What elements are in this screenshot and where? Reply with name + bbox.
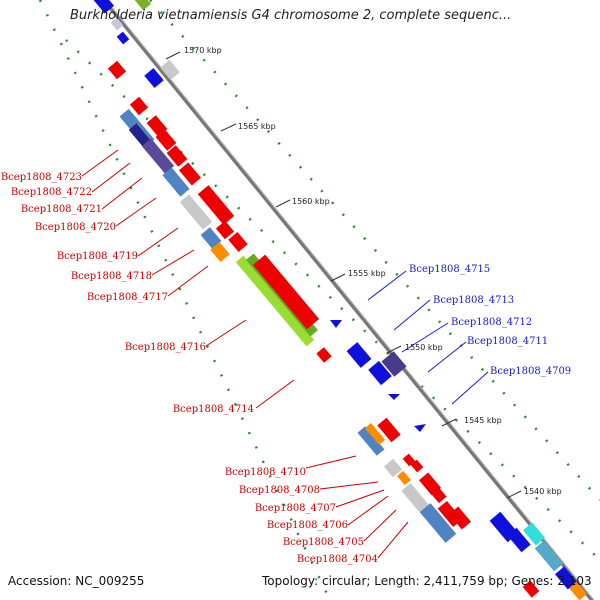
gene-label[interactable]: Bcep1808_4721: [21, 204, 102, 215]
gene-feature: [129, 96, 149, 116]
gene-feature: [383, 458, 403, 478]
gene-label[interactable]: Bcep1808_4706: [267, 520, 348, 531]
gene-label[interactable]: Bcep1808_4717: [87, 292, 168, 303]
gene-label[interactable]: Bcep1808_4705: [283, 537, 364, 548]
accession-text: Accession: NC_009255: [8, 574, 145, 588]
gene-feature: [414, 424, 426, 432]
gene-feature: [522, 580, 540, 598]
gene-feature: [166, 145, 188, 167]
gene-label[interactable]: Bcep1808_4709: [490, 366, 571, 377]
gene-feature: [364, 423, 386, 445]
gene-feature: [569, 581, 587, 600]
topology-text: Topology: circular; Length: 2,411,759 bp…: [262, 574, 592, 588]
gene-label[interactable]: Bcep1808_4704: [297, 554, 378, 565]
tick-label: 1545 kbp: [464, 416, 502, 425]
gene-feature: [381, 351, 407, 377]
gene-feature: [507, 527, 531, 553]
tick-marks: [165, 51, 522, 499]
backbone: [101, 0, 595, 600]
gene-label[interactable]: Bcep1808_4712: [451, 317, 532, 328]
gene-label[interactable]: Bcep1808_4723: [1, 172, 82, 183]
gene-feature: [330, 320, 342, 328]
gene-feature: [419, 503, 457, 543]
gene-label[interactable]: Bcep1808_4714: [173, 404, 254, 415]
gene-label[interactable]: Bcep1808_4718: [71, 271, 152, 282]
gene-label[interactable]: Bcep1808_4719: [57, 251, 138, 262]
gene-feature: [448, 506, 472, 530]
gene-feature: [141, 138, 175, 174]
dotted-guide-tracks: [38, 0, 600, 600]
gene-feature: [144, 68, 164, 88]
gene-label[interactable]: Bcep1808_4707: [255, 503, 336, 514]
gene-feature: [210, 242, 230, 262]
genes-left-strand[interactable]: [91, 0, 472, 543]
gene-feature: [388, 394, 400, 400]
gene-label[interactable]: Bcep1808_4713: [433, 295, 514, 306]
gene-feature: [116, 31, 130, 45]
map-title: Burkholderia vietnamiensis G4 chromosome…: [70, 8, 512, 23]
gene-label[interactable]: Bcep1808_4715: [409, 264, 490, 275]
gene-feature: [91, 0, 115, 14]
gene-feature: [534, 540, 564, 572]
gene-label[interactable]: Bcep1808_4720: [35, 222, 116, 233]
genes-right-strand[interactable]: [116, 31, 587, 600]
tick-label: 1560 kbp: [292, 197, 330, 206]
gene-feature: [178, 162, 202, 186]
gene-label[interactable]: Bcep1808_4708: [239, 485, 320, 496]
tick-label: 1555 kbp: [348, 269, 386, 278]
gene-feature: [397, 470, 411, 486]
gene-feature: [252, 254, 320, 330]
tick-labels: 1570 kbp 1565 kbp 1560 kbp 1555 kbp 1550…: [184, 46, 562, 496]
gene-feature: [402, 453, 416, 467]
gene-label[interactable]: Bcep1808_4711: [467, 336, 548, 347]
tick-label: 1550 kbp: [405, 343, 443, 352]
gene-feature: [162, 167, 190, 197]
gene-feature: [522, 522, 546, 546]
tick-label: 1570 kbp: [184, 46, 222, 55]
gene-feature: [155, 129, 177, 151]
gene-feature: [146, 115, 168, 137]
gene-feature: [197, 185, 235, 225]
label-leader-lines-right: [367, 270, 489, 405]
gene-feature: [228, 232, 248, 252]
tick-label: 1565 kbp: [238, 122, 276, 131]
gene-feature: [179, 194, 213, 230]
gene-label[interactable]: Bcep1808_4710: [225, 467, 306, 478]
gene-feature: [554, 566, 578, 590]
gene-feature: [160, 60, 180, 80]
gene-feature: [200, 227, 222, 249]
gene-label[interactable]: Bcep1808_4722: [11, 187, 92, 198]
gene-feature: [133, 0, 151, 11]
gene-feature: [316, 347, 332, 363]
tick-label: 1540 kbp: [524, 487, 562, 496]
gene-feature: [346, 342, 372, 368]
gene-feature: [107, 60, 127, 80]
gene-feature: [215, 220, 235, 240]
gene-feature: [427, 482, 447, 504]
gene-labels-right: Bcep1808_4715 Bcep1808_4713 Bcep1808_471…: [409, 264, 571, 377]
gene-feature: [235, 255, 315, 347]
gene-feature: [110, 17, 124, 31]
gene-feature: [357, 426, 385, 456]
gene-feature: [377, 417, 401, 443]
gene-labels-left: Bcep1808_4723 Bcep1808_4722 Bcep1808_472…: [1, 172, 378, 565]
gene-feature: [368, 360, 392, 386]
gene-feature: [410, 459, 424, 473]
gene-label[interactable]: Bcep1808_4716: [125, 342, 206, 353]
label-leader-lines-left: [81, 149, 409, 559]
